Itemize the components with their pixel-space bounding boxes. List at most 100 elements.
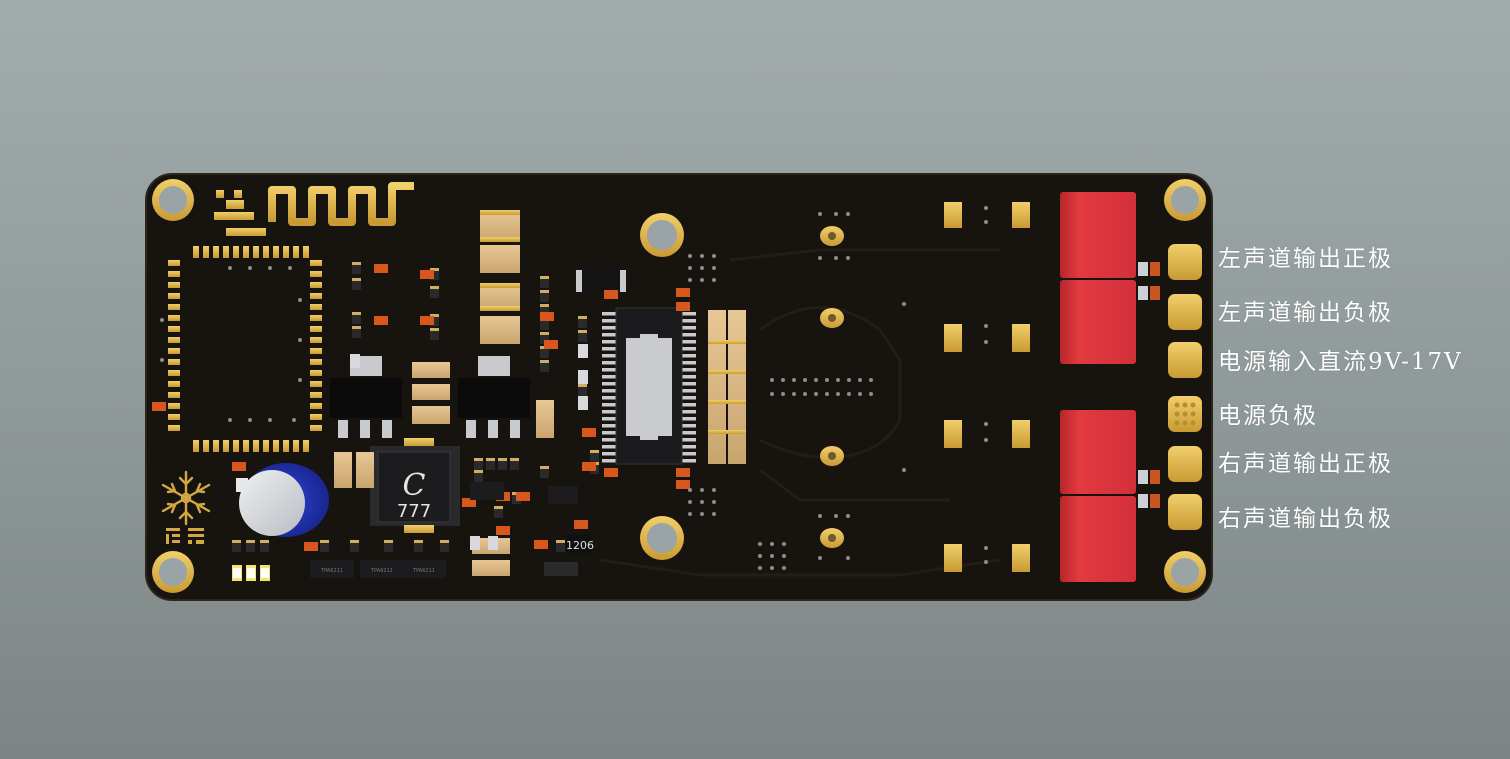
voltage-regulators [330, 356, 530, 438]
ic-pin [682, 417, 696, 421]
smd-resistor [246, 540, 255, 552]
white-cap [578, 344, 588, 358]
module-pad [233, 246, 239, 258]
ic-pin [682, 438, 696, 442]
antenna-trace [268, 182, 414, 226]
via [984, 438, 988, 442]
via [781, 378, 785, 382]
smd-resistor [540, 276, 549, 288]
orange-resistor [604, 290, 618, 299]
module-pad [273, 246, 279, 258]
smd-resistor [474, 470, 483, 482]
via [268, 266, 272, 270]
smd-resistor [414, 540, 423, 552]
white-cap [350, 354, 360, 368]
via [712, 512, 716, 516]
resistor-terminal [590, 450, 599, 453]
via [688, 512, 692, 516]
smd-resistor [556, 540, 565, 552]
ic-pin [682, 354, 696, 358]
orange-resistor [534, 540, 548, 549]
via [712, 278, 716, 282]
via [758, 566, 762, 570]
module-pad [193, 246, 199, 258]
smd-resistor [540, 304, 549, 316]
smd-resistor [352, 278, 361, 290]
via [700, 488, 704, 492]
resistor-terminal [540, 290, 549, 293]
via [984, 422, 988, 426]
smd-resistor [430, 314, 439, 326]
module-pad [310, 370, 322, 376]
resistor-terminal [540, 304, 549, 307]
resistor-terminal [430, 286, 439, 289]
smd-resistors [152, 262, 690, 552]
via [758, 542, 762, 546]
resistor-terminal [540, 466, 549, 469]
module-pad [213, 246, 219, 258]
via [700, 278, 704, 282]
module-pad [168, 403, 180, 409]
module-pad [168, 282, 180, 288]
ic-pin [602, 368, 616, 372]
ic-pin [602, 354, 616, 358]
ic-pin [602, 445, 616, 449]
module-pad [310, 282, 322, 288]
white-cap [578, 396, 588, 410]
via [818, 212, 822, 216]
ic-pin [602, 417, 616, 421]
via [288, 266, 292, 270]
ic-pin [682, 459, 696, 463]
via [984, 324, 988, 328]
via [700, 500, 704, 504]
label-left-negative: 左声道输出负极 [1218, 300, 1393, 326]
via [836, 378, 840, 382]
via [846, 556, 850, 560]
module-pad [168, 348, 180, 354]
smd-resistor [510, 458, 519, 470]
orange-resistor [676, 288, 690, 297]
resistor-terminal [260, 540, 269, 543]
via [781, 392, 785, 396]
resistor-marking: 1206 [566, 539, 594, 552]
ic-pin [682, 424, 696, 428]
resistor-1206 [566, 534, 592, 554]
smd-resistor [578, 384, 587, 396]
module-pad [223, 246, 229, 258]
via [770, 392, 774, 396]
ic-pin [682, 333, 696, 337]
orange-resistor [540, 312, 554, 321]
module-pad [310, 271, 322, 277]
via [818, 514, 822, 518]
inductor-marking-line1: C [403, 468, 426, 503]
via [758, 554, 762, 558]
snowflake-logo [161, 470, 211, 526]
via [814, 378, 818, 382]
amplifier-ic [602, 307, 696, 465]
resistor-terminal [430, 314, 439, 317]
via [298, 338, 302, 342]
module-pad [310, 326, 322, 332]
resistor-terminal [352, 262, 361, 265]
module-pad [253, 440, 259, 452]
sot-chip [576, 268, 626, 294]
orange-resistor [496, 526, 510, 535]
module-pad [310, 414, 322, 420]
via [846, 256, 850, 260]
resistor-terminal [246, 540, 255, 543]
vias [160, 206, 988, 570]
resistor-terminal [352, 326, 361, 329]
resistor-terminal [578, 316, 587, 319]
via [688, 500, 692, 504]
module-pad [310, 392, 322, 398]
resistor-terminal [540, 360, 549, 363]
via [836, 392, 840, 396]
ic-pin [682, 410, 696, 414]
via [700, 254, 704, 258]
module-pad [168, 271, 180, 277]
module-pad [283, 246, 289, 258]
module-pad [203, 440, 209, 452]
via [818, 556, 822, 560]
ic-pin [602, 347, 616, 351]
